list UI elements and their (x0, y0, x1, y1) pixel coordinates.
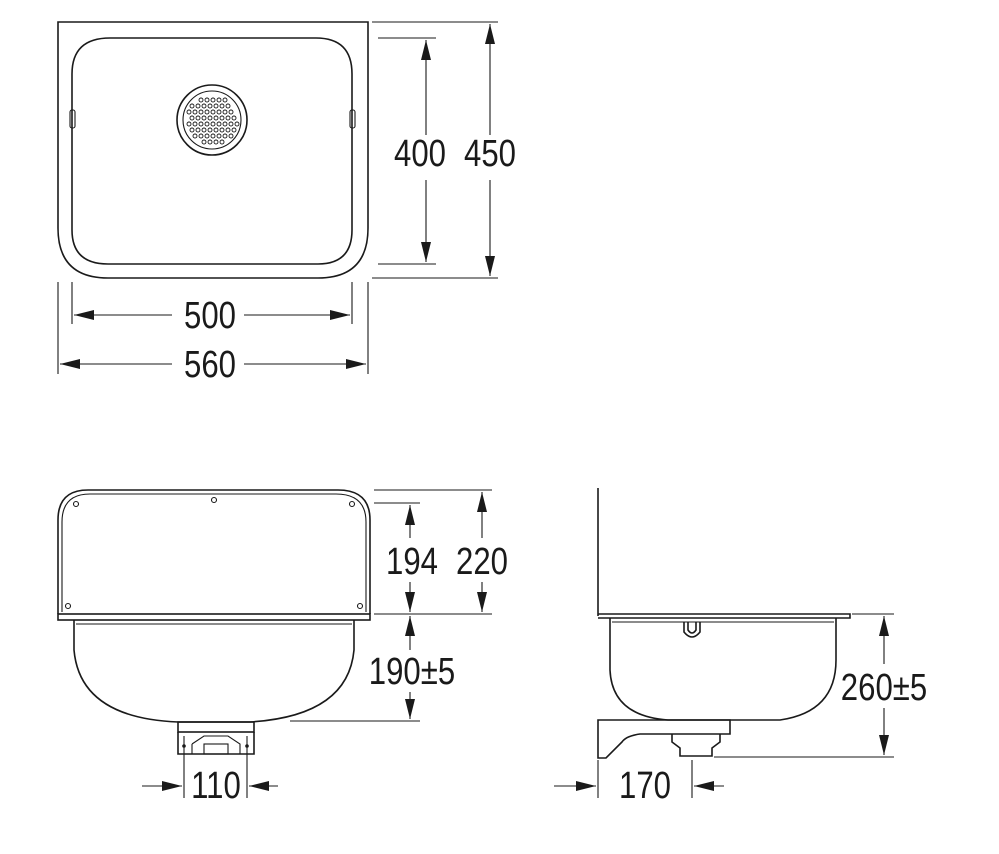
strainer-hole (216, 133, 222, 139)
dim-top-inner-depth: 400 (394, 133, 446, 175)
strainer-hole (234, 121, 240, 127)
dim-side-total-height: 260±5 (841, 667, 927, 709)
dim-front-total-backsplash: 220 (456, 541, 508, 583)
strainer-hole (222, 109, 228, 115)
strainer-hole (207, 115, 213, 121)
front-bowl (73, 620, 355, 723)
strainer-hole (201, 103, 207, 109)
strainer-hole (225, 103, 231, 109)
strainer-hole (207, 139, 213, 145)
front-rim (57, 613, 371, 621)
strainer-hole (213, 103, 219, 109)
strainer-hole (189, 103, 195, 109)
strainer-hole (219, 139, 225, 145)
side-view-dimensions (554, 613, 894, 798)
strainer-hole (198, 97, 204, 103)
strainer-hole (228, 133, 234, 139)
top-view-dimensions (57, 21, 498, 374)
strainer-hole (189, 127, 195, 133)
dim-front-outlet-width: 110 (191, 765, 241, 807)
strainer-hole (201, 115, 207, 121)
strainer-hole (210, 121, 216, 127)
strainer-hole (225, 127, 231, 133)
strainer-hole (216, 109, 222, 115)
side-view (597, 488, 851, 759)
dim-top-outer-width: 560 (184, 344, 236, 386)
front-outlet (177, 721, 255, 755)
strainer-hole (213, 115, 219, 121)
strainer-hole (198, 121, 204, 127)
drain-strainer-icon (176, 84, 248, 156)
front-view-dimensions (142, 489, 492, 798)
front-view (57, 489, 371, 755)
dim-top-outer-depth: 450 (464, 133, 516, 175)
front-backsplash-outer (57, 489, 371, 614)
strainer-hole (210, 109, 216, 115)
strainer-hole (231, 127, 237, 133)
strainer-hole (204, 109, 210, 115)
strainer-hole (186, 121, 192, 127)
strainer-hole (225, 115, 231, 121)
screw-hole-icon (348, 500, 356, 508)
strainer-hole (210, 97, 216, 103)
dim-front-backsplash-height: 194 (386, 541, 438, 583)
strainer-hole (201, 127, 207, 133)
strainer-hole (192, 121, 198, 127)
strainer-hole (228, 121, 234, 127)
strainer-hole (219, 127, 225, 133)
screw-hole-icon (72, 500, 80, 508)
strainer-hole (207, 127, 213, 133)
front-backsplash-inner (61, 493, 367, 612)
screw-hole-icon (64, 602, 72, 610)
strainer-hole (228, 109, 234, 115)
strainer-hole (195, 103, 201, 109)
strainer-hole (198, 133, 204, 139)
screw-hole-icon (356, 602, 364, 610)
strainer-hole (219, 103, 225, 109)
strainer-hole (222, 97, 228, 103)
strainer-hole (186, 109, 192, 115)
strainer-hole (210, 133, 216, 139)
top-view (57, 21, 369, 279)
dim-side-outlet-offset: 170 (619, 765, 671, 807)
strainer-hole (219, 115, 225, 121)
top-view-inner-bowl (71, 37, 353, 265)
side-bowl (609, 618, 837, 721)
strainer-hole (192, 133, 198, 139)
strainer-hole (204, 133, 210, 139)
top-view-clip-left (69, 109, 76, 129)
dim-front-bowl-depth: 190±5 (369, 651, 455, 693)
front-screws (64, 496, 364, 610)
side-outlet (671, 734, 721, 757)
strainer-hole (204, 121, 210, 127)
dim-top-inner-width: 500 (184, 295, 236, 337)
strainer-hole (204, 97, 210, 103)
strainer-hole (213, 139, 219, 145)
strainer-hole (201, 139, 207, 145)
side-bracket (597, 719, 731, 759)
strainer-hole (216, 97, 222, 103)
strainer-hole (213, 127, 219, 133)
screw-hole-icon (210, 496, 218, 504)
strainer-hole (195, 115, 201, 121)
strainer-hole (207, 103, 213, 109)
strainer-hole (189, 115, 195, 121)
strainer-hole (192, 109, 198, 115)
strainer-hole (198, 109, 204, 115)
side-rim (598, 613, 851, 619)
strainer-hole (195, 127, 201, 133)
strainer-hole (222, 133, 228, 139)
top-view-outer-outline (57, 21, 369, 279)
strainer-hole (216, 121, 222, 127)
strainer-hole (231, 115, 237, 121)
strainer-hole (222, 121, 228, 127)
top-view-clip-right (349, 109, 356, 129)
overflow-icon (683, 622, 701, 638)
